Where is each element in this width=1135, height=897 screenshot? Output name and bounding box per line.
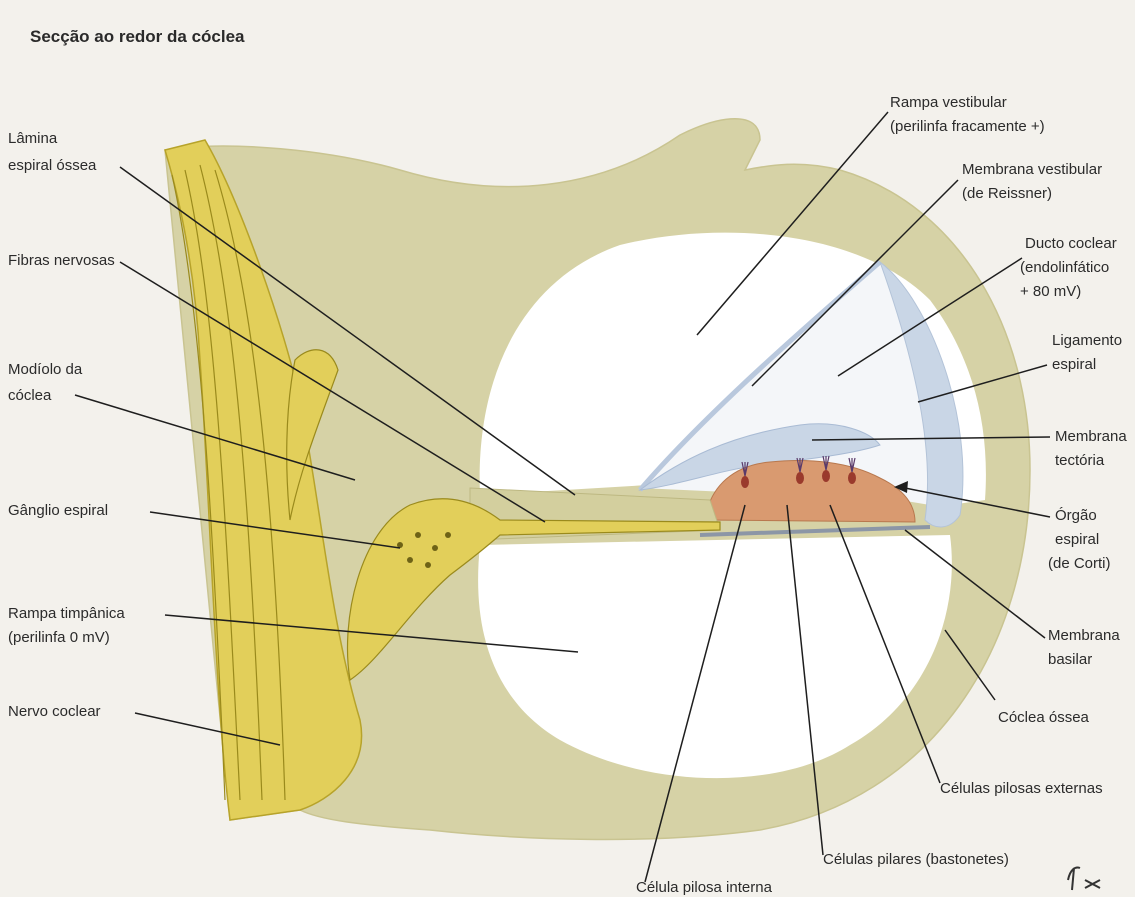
label-membrana-vestibular-line1: Membrana vestibular [962,161,1102,178]
label-ganglio-espiral: Gânglio espiral [8,502,108,519]
label-celulas-pilares: Células pilares (bastonetes) [823,851,1009,868]
label-lamina-line1: Lâmina [8,130,58,147]
label-ligamento-espiral-line2: espiral [1052,356,1096,373]
label-celulas-pilosas-externas: Células pilosas externas [940,780,1103,797]
label-membrana-tectoria-line2: tectória [1055,452,1105,469]
label-ligamento-espiral-line1: Ligamento [1052,332,1122,349]
label-lamina-line2: espiral óssea [8,157,97,174]
label-ducto-coclear-line3: + 80 mV) [1020,283,1081,300]
label-fibras-nervosas: Fibras nervosas [8,252,115,269]
label-membrana-basilar-line2: basilar [1048,651,1092,668]
label-modiolo-line2: cóclea [8,387,52,404]
label-coclea-ossea: Cóclea óssea [998,709,1090,726]
label-rampa-timpanica-line2: (perilinfa 0 mV) [8,629,110,646]
label-ducto-coclear-line2: (endolinfático [1020,259,1109,276]
label-rampa-vestibular-line1: Rampa vestibular [890,94,1007,111]
label-celula-pilosa-interna: Célula pilosa interna [636,879,773,896]
label-orgao-espiral-line3: (de Corti) [1048,555,1111,572]
label-rampa-vestibular-line2: (perilinfa fracamente +) [890,118,1045,135]
label-orgao-espiral-line2: espiral [1055,531,1099,548]
diagram-title: Secção ao redor da cóclea [30,27,245,46]
label-rampa-timpanica-line1: Rampa timpânica [8,605,125,622]
label-nervo-coclear: Nervo coclear [8,703,101,720]
label-orgao-espiral-line1: Órgão [1055,507,1097,524]
label-membrana-vestibular-line2: (de Reissner) [962,185,1052,202]
label-ducto-coclear-line1: Ducto coclear [1025,235,1117,252]
label-modiolo-line1: Modíolo da [8,361,83,378]
label-membrana-tectoria-line1: Membrana [1055,428,1127,445]
label-membrana-basilar-line1: Membrana [1048,627,1120,644]
